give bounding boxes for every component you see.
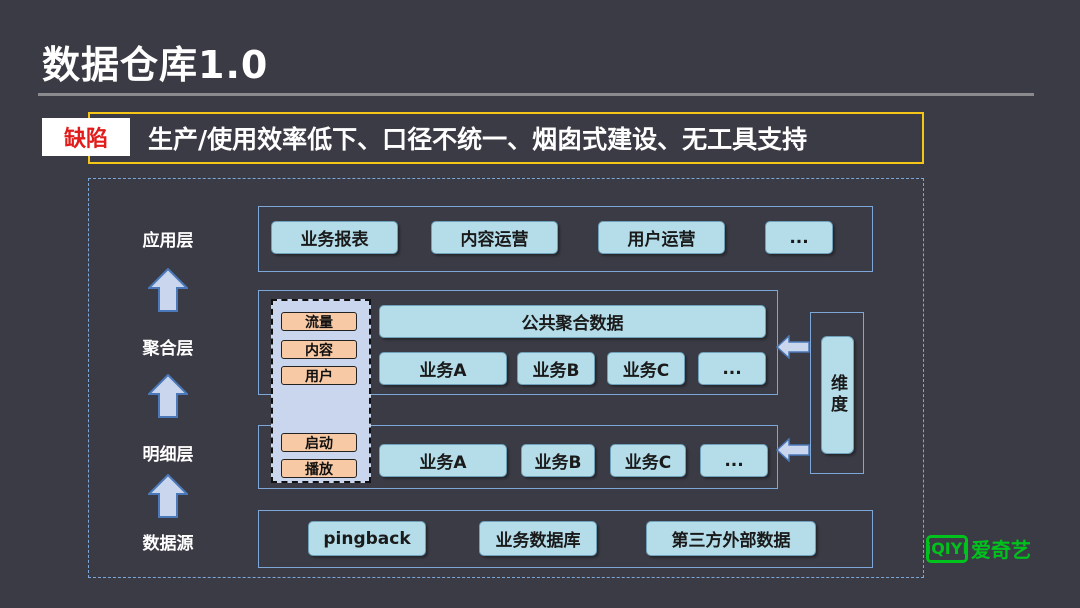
aggregation-panel — [258, 290, 778, 395]
public-aggregate-data: 公共聚合数据 — [379, 305, 766, 338]
source-item-third-party: 第三方外部数据 — [646, 521, 816, 556]
tag-launch: 启动 — [281, 433, 357, 452]
defect-tag: 缺陷 — [42, 118, 130, 156]
dimension-pill: 维度 — [821, 336, 854, 454]
tag-user: 用户 — [281, 366, 357, 385]
up-arrow-icon — [148, 374, 188, 418]
layer-label-application: 应用层 — [142, 231, 194, 251]
app-item-content-ops: 内容运营 — [431, 221, 558, 254]
detail-item-business-b: 业务B — [521, 444, 595, 477]
left-arrow-icon — [776, 438, 810, 462]
left-arrow-icon — [776, 335, 810, 359]
logo-text: 爱奇艺 — [971, 538, 1031, 562]
agg-item-business-b: 业务B — [517, 352, 595, 385]
agg-item-business-c: 业务C — [607, 352, 685, 385]
app-item-user-ops: 用户运营 — [598, 221, 725, 254]
title-divider — [38, 93, 1034, 96]
logo-mark: iQIYI — [926, 534, 968, 563]
application-panel — [258, 206, 873, 272]
page-title: 数据仓库1.0 — [42, 43, 269, 87]
defect-text: 生产/使用效率低下、口径不统一、烟囱式建设、无工具支持 — [148, 125, 808, 154]
dimension-frame — [810, 312, 864, 474]
agg-item-business-a: 业务A — [379, 352, 507, 385]
app-item-business-report: 业务报表 — [271, 221, 398, 254]
architecture-frame — [88, 178, 924, 578]
up-arrow-icon — [148, 268, 188, 312]
layer-label-source: 数据源 — [142, 534, 194, 554]
detail-panel — [258, 425, 778, 489]
source-item-pingback: pingback — [308, 521, 426, 556]
detail-item-more: ... — [700, 444, 768, 477]
up-arrow-icon — [148, 474, 188, 518]
tag-play: 播放 — [281, 459, 357, 478]
iqiyi-logo: iQIYI 爱奇艺 — [926, 534, 1031, 563]
data-source-panel — [258, 510, 873, 568]
detail-item-business-a: 业务A — [379, 444, 507, 477]
detail-item-business-c: 业务C — [610, 444, 686, 477]
source-item-business-db: 业务数据库 — [479, 521, 597, 556]
agg-item-more: ... — [698, 352, 766, 385]
tag-traffic: 流量 — [281, 312, 357, 331]
app-item-more: ... — [765, 221, 833, 254]
layer-label-detail: 明细层 — [142, 445, 194, 465]
tag-content: 内容 — [281, 340, 357, 359]
layer-label-aggregation: 聚合层 — [142, 339, 194, 359]
